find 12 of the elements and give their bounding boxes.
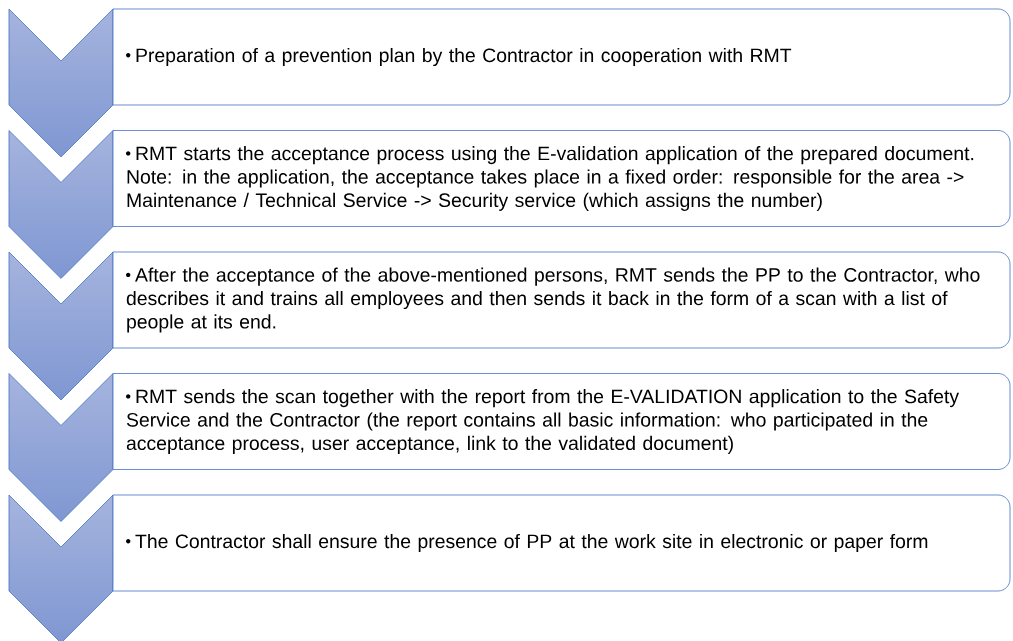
chevron-shape (8, 130, 114, 279)
chevron-shape (8, 8, 114, 158)
step-box: Preparation of a prevention plan by the Contractor in cooperation with RMT (112, 8, 1011, 106)
step-box: RMT starts the acceptance process using the E-validation application of the prepared document. Note: in the application, the acceptance takes place in a fixed order: responsible for the area -> Maintenance / Technical Service -> Security service (which assigns the number) (112, 130, 1011, 227)
chevron-shape (8, 251, 114, 401)
node-label: RMT sends the scan together with the report from the E-VALIDATION application to the Safety Service and the Contractor (the report contains all basic information: who participated in the acceptance process, user acceptance, link to the validated document) (126, 389, 960, 454)
step-box: The Contractor shall ensure the presence of PP at the work site in electronic or paper form (112, 494, 1011, 592)
step-box: After the acceptance of the above-mentioned persons, RMT sends the PP to the Contractor, who describes it and trains all employees and then sends it back in the form of a scan with a list of people at its end. (112, 251, 1011, 349)
chevron-shape (8, 494, 114, 641)
step-box: RMT sends the scan together with the report from the E-VALIDATION application to the Safety Service and the Contractor (the report contains all basic information: who participated in the acceptance process, user acceptance, link to the validated document) (112, 373, 1011, 470)
node-label: RMT starts the acceptance process using the E-validation application of the prepared document. Note: in the application, the acceptance takes place in a fixed order: responsible for the area -> Maintenance / Technical Service -> Security service (which assigns the number) (127, 146, 974, 211)
chevron-shape (8, 373, 114, 522)
